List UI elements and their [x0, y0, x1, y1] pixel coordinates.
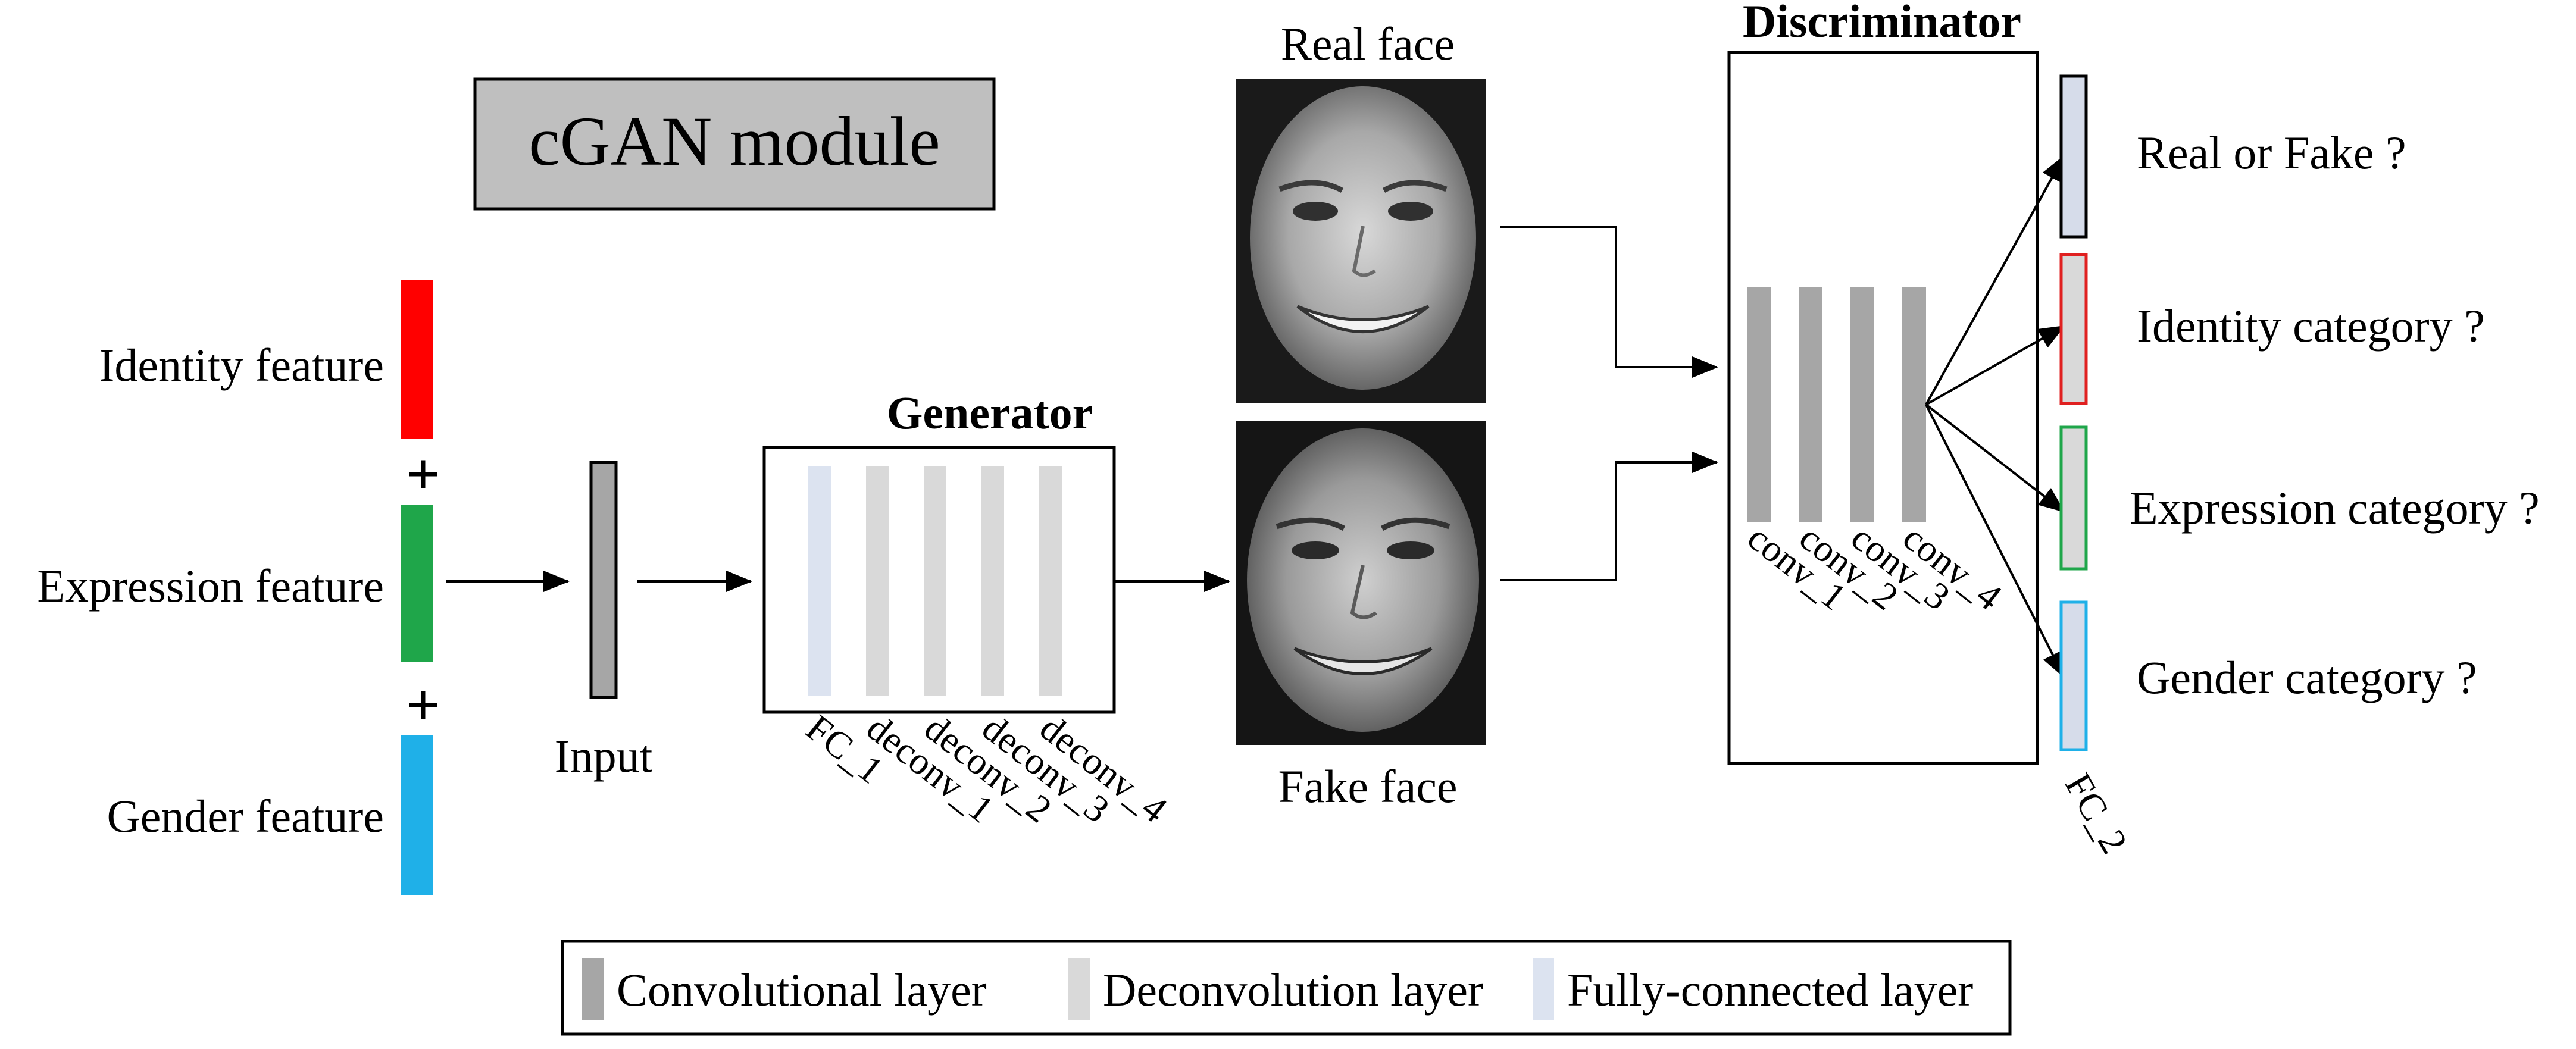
fake-face-label: Fake face	[1278, 760, 1458, 812]
legend-label-fully-connected: Fully-connected layer	[1567, 964, 1973, 1016]
generator-layer-deconv-3	[981, 466, 1004, 696]
module-title: cGAN module	[529, 102, 940, 180]
output-real-or-fake: Real or Fake ?	[2137, 127, 2406, 179]
fc2-label: FC_2	[2057, 766, 2136, 861]
module-title-box: cGAN module	[473, 77, 996, 211]
fc2-identity-bar	[2059, 253, 2088, 405]
legend-swatch-convolutional	[582, 958, 604, 1020]
generator-layer-deconv-2	[924, 466, 946, 696]
output-expression-category: Expression category ?	[2130, 482, 2540, 534]
arrow-to-expression	[1925, 403, 2065, 513]
fc2-expression-bar	[2059, 425, 2088, 571]
fake-face: Fake face	[1236, 421, 1486, 812]
discriminator-layer-conv-3	[1850, 287, 1874, 522]
arrow-to-identity	[1925, 325, 2065, 406]
identity-feature-bar	[401, 280, 433, 439]
legend-swatch-fully-connected	[1533, 958, 1554, 1020]
fc2-gender-bar	[2059, 600, 2088, 751]
expression-feature-bar	[401, 505, 433, 662]
arrow-to-gender	[1925, 404, 2065, 678]
legend-label-convolutional: Convolutional layer	[617, 964, 987, 1016]
input-bar	[589, 461, 618, 699]
discriminator-title: Discriminator	[1743, 0, 2021, 47]
generator-layer-deconv-4	[1039, 466, 1062, 696]
gender-feature-label: Gender feature	[107, 790, 384, 842]
feature-inputs: Identity feature + Expression feature + …	[37, 280, 440, 895]
real-face-label: Real face	[1281, 18, 1455, 70]
legend-label-deconvolution: Deconvolution layer	[1103, 964, 1483, 1016]
legend-swatch-deconvolution	[1068, 958, 1090, 1020]
generator-layer-fc-1	[808, 466, 831, 696]
discriminator-box	[1727, 51, 2039, 765]
discriminator-layer-conv-1	[1747, 287, 1771, 522]
expression-feature-label: Expression feature	[37, 560, 384, 612]
gender-feature-bar	[401, 735, 433, 895]
generator-layer-deconv-1	[866, 466, 889, 696]
fc2-real-or-fake-bar	[2059, 74, 2088, 239]
identity-feature-label: Identity feature	[99, 339, 384, 391]
plus-sign-2: +	[407, 672, 440, 738]
legend: Convolutional layer Deconvolution layer …	[561, 940, 2012, 1036]
output-identity-category: Identity category ?	[2137, 300, 2485, 352]
input-block: Input	[555, 461, 653, 782]
plus-sign-1: +	[407, 441, 440, 507]
output-gender-category: Gender category ?	[2137, 652, 2477, 703]
arrow-fake-face-to-discriminator	[1500, 452, 1718, 581]
arrow-to-real-or-fake	[1925, 155, 2065, 405]
arrow-real-face-to-discriminator	[1500, 226, 1718, 378]
legend-box	[561, 940, 2012, 1036]
discriminator-layer-conv-2	[1799, 287, 1822, 522]
real-face: Real face	[1236, 18, 1486, 403]
generator-title: Generator	[887, 387, 1093, 439]
discriminator-layer-conv-4	[1902, 287, 1926, 522]
input-label: Input	[555, 730, 653, 782]
discriminator: Discriminator conv_1 conv_2 conv_3 conv_…	[1727, 0, 2136, 861]
generator: Generator FC_1 deconv_1 deconv_2 deconv_…	[762, 387, 1175, 831]
discriminator-outputs: Real or Fake ? Identity category ? Expre…	[2130, 127, 2540, 703]
